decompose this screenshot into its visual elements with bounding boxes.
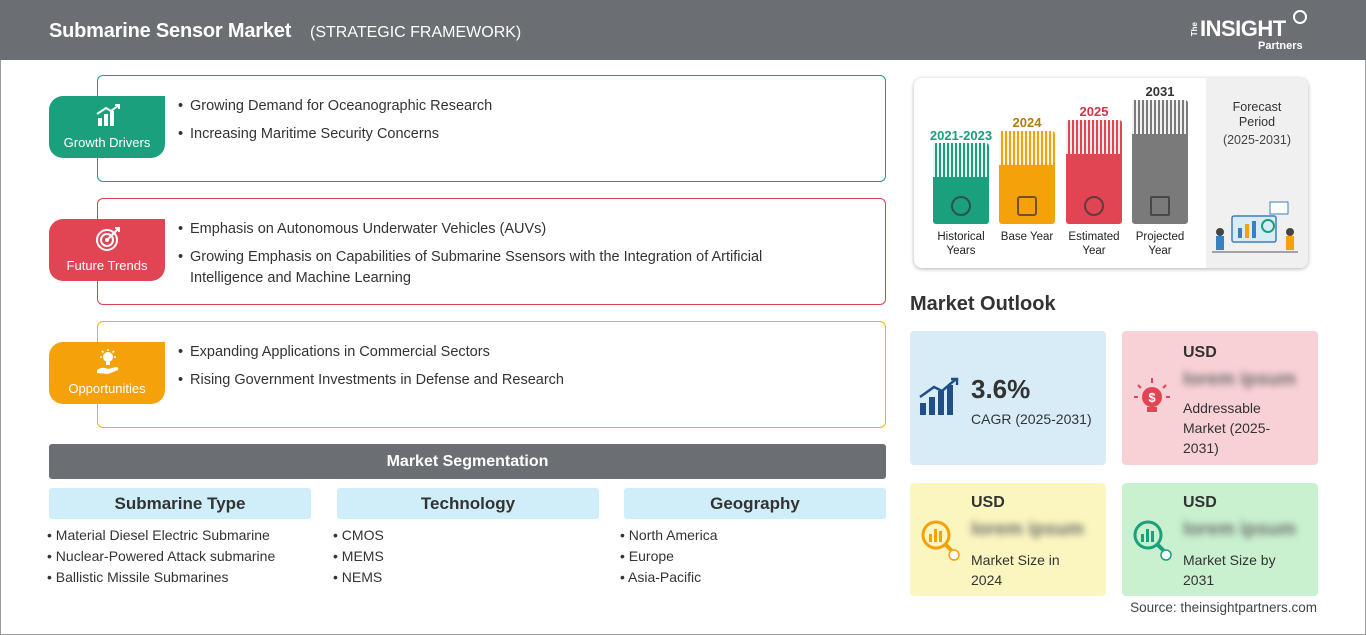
addressable-market-box: $ USD lorem ipsum Addressable Market (20… (1122, 331, 1318, 465)
segment-submarine-type: Submarine Type Material Diesel Electric … (49, 488, 311, 590)
list-item: Growing Demand for Oceanographic Researc… (178, 96, 830, 117)
segment-header: Submarine Type (49, 488, 311, 519)
list-item: Nuclear-Powered Attack submarine (47, 548, 311, 565)
logo-ring-icon (1293, 10, 1307, 24)
insight-partners-logo[interactable]: The INSIGHT Partners (1190, 10, 1310, 54)
segment-header: Geography (624, 488, 886, 519)
market-size-2031-label: Market Size by 2031 (1183, 552, 1276, 588)
growth-drivers-card: Growing Demand for Oceanographic Researc… (97, 75, 886, 182)
year-label: 2031 (1145, 84, 1175, 99)
year-label: 2024 (1012, 115, 1042, 130)
usd-label: USD (1183, 494, 1217, 511)
analyst-illustration-icon (1212, 201, 1298, 253)
usd-label: USD (971, 494, 1005, 511)
base-bar (999, 131, 1055, 224)
list-item: Asia-Pacific (620, 569, 886, 586)
magnifier-chart-icon (1133, 520, 1172, 561)
badge-label: Future Trends (66, 258, 148, 273)
lightbulb-hand-icon (97, 349, 119, 374)
bar-caption: Base Year (1000, 231, 1054, 243)
blurred-value: lorem ipsum (971, 519, 1084, 540)
cagr-value: 3.6% (971, 374, 1031, 404)
list-item: NEMS (333, 569, 599, 586)
bar-caption: Estimated Year (1068, 231, 1120, 257)
list-item: Ballistic Missile Submarines (47, 569, 311, 586)
projected-bar (1132, 100, 1188, 224)
list-item: Growing Emphasis on Capabilities of Subm… (178, 247, 830, 289)
list-item: Material Diesel Electric Submarine (47, 527, 311, 544)
future-trends-badge: Future Trends (49, 219, 165, 281)
dollar-bulb-icon: $ (1134, 378, 1170, 412)
historical-bar (933, 143, 989, 224)
list-item: Rising Government Investments in Defense… (178, 370, 830, 391)
segment-geography: Geography North America Europe Asia-Paci… (624, 488, 886, 590)
forecast-range: (2025-2031) (1222, 133, 1292, 147)
target-icon (96, 227, 120, 251)
svg-text:$: $ (1148, 390, 1156, 405)
market-size-2024-box: USD lorem ipsum Market Size in 2024 (910, 483, 1106, 596)
year-label: 2021-2023 (929, 128, 993, 143)
bar-caption: Historical Years (937, 231, 985, 257)
logo-insight: INSIGHT (1200, 16, 1286, 41)
opportunities-badge: Opportunities (49, 342, 165, 404)
logo-partners: Partners (1258, 40, 1303, 52)
forecast-period-panel: Forecast Period (2025-2031) (1206, 78, 1308, 268)
opportunities-card: Expanding Applications in Commercial Sec… (97, 321, 886, 428)
list-item: Emphasis on Autonomous Underwater Vehicl… (178, 219, 830, 240)
blurred-value: lorem ipsum (1183, 369, 1296, 390)
presentation-icon (1150, 196, 1170, 216)
market-size-2031-box: USD lorem ipsum Market Size by 2031 (1122, 483, 1318, 596)
list-item: Expanding Applications in Commercial Sec… (178, 342, 830, 363)
growth-chart-icon (919, 377, 959, 415)
list-item: CMOS (333, 527, 599, 544)
bar-caption: Projected Year (1135, 231, 1185, 257)
growth-drivers-badge: Growth Drivers (49, 96, 165, 158)
badge-label: Opportunities (68, 381, 146, 396)
forecast-title: Forecast Period (1232, 100, 1282, 129)
growth-chart-icon (96, 104, 120, 126)
page-subtitle: (STRATEGIC FRAMEWORK) (310, 24, 522, 41)
market-size-2024-label: Market Size in 2024 (971, 552, 1060, 588)
blurred-value: lorem ipsum (1183, 519, 1296, 540)
year-label: 2025 (1079, 104, 1109, 119)
history-icon (951, 196, 971, 216)
logo-the: The (1190, 22, 1199, 37)
magnifier-chart-icon (921, 520, 960, 561)
list-item: Increasing Maritime Security Concerns (178, 124, 830, 145)
estimated-bar (1066, 120, 1122, 224)
page-title: Submarine Sensor Market (49, 20, 292, 42)
timeline-panel: 2021-2023 2024 2025 2031 Historical Year… (914, 78, 1308, 268)
segment-technology: Technology CMOS MEMS NEMS (337, 488, 599, 590)
list-item: North America (620, 527, 886, 544)
cagr-box: 3.6% CAGR (2025-2031) (910, 331, 1106, 465)
gears-icon (1084, 196, 1104, 216)
calendar-icon (1017, 196, 1037, 216)
market-outlook-title: Market Outlook (910, 293, 1056, 315)
addressable-label: Addressable Market (2025-2031) (1183, 400, 1271, 456)
badge-label: Growth Drivers (63, 135, 151, 150)
cagr-label: CAGR (2025-2031) (971, 411, 1092, 427)
future-trends-card: Emphasis on Autonomous Underwater Vehicl… (97, 198, 886, 305)
usd-label: USD (1183, 344, 1217, 361)
list-item: Europe (620, 548, 886, 565)
segmentation-title: Market Segmentation (49, 444, 886, 479)
segment-header: Technology (337, 488, 599, 519)
list-item: MEMS (333, 548, 599, 565)
source-link[interactable]: Source: theinsightpartners.com (1130, 600, 1317, 615)
header-bar: Submarine Sensor Market (STRATEGIC FRAME… (0, 0, 1366, 60)
